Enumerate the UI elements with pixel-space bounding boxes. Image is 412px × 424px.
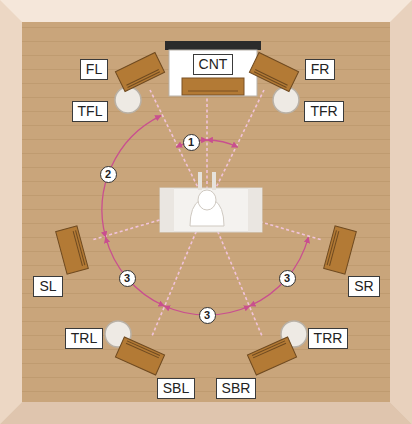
callout-number: 1 — [183, 134, 200, 151]
wall — [0, 402, 412, 424]
speaker-label: SR — [348, 276, 379, 297]
listener-sofa — [160, 172, 262, 232]
speaker-label: TFR — [304, 101, 343, 122]
speaker-name: TFR — [310, 103, 337, 120]
speaker-label: SBL — [157, 378, 195, 399]
callout-number: 3 — [199, 307, 216, 324]
speaker-label: SBR — [216, 378, 257, 399]
angle-arc — [102, 116, 308, 315]
speaker-name: TRR — [314, 330, 343, 347]
speaker-name: CNT — [199, 56, 228, 73]
ceiling-speaker — [105, 87, 307, 347]
speaker-label: TRR — [308, 328, 349, 349]
listening-line — [92, 90, 322, 336]
speaker-label: FL — [80, 59, 108, 80]
speaker-name: SL — [39, 278, 56, 295]
floor-speaker — [56, 52, 357, 375]
speaker-label: FR — [305, 59, 336, 80]
speaker-label: CNT — [193, 54, 234, 75]
speaker-label: TRL — [65, 328, 103, 349]
callout-number: 3 — [279, 270, 296, 287]
speaker-name: TFL — [78, 103, 103, 120]
callout-number: 2 — [100, 166, 117, 183]
speaker-name: TRL — [71, 330, 97, 347]
speaker-label: SL — [33, 276, 62, 297]
speaker-label: TFL — [72, 101, 109, 122]
speaker-name: SBR — [222, 380, 251, 397]
wall — [0, 0, 412, 22]
callout-number: 3 — [119, 270, 136, 287]
speaker-name: FR — [311, 61, 330, 78]
speaker-name: SR — [354, 278, 373, 295]
speaker-name: SBL — [163, 380, 189, 397]
speaker-name: FL — [86, 61, 102, 78]
tv-center-speaker — [165, 41, 261, 96]
floor — [22, 22, 390, 402]
wall — [0, 0, 22, 424]
wall — [390, 0, 412, 424]
